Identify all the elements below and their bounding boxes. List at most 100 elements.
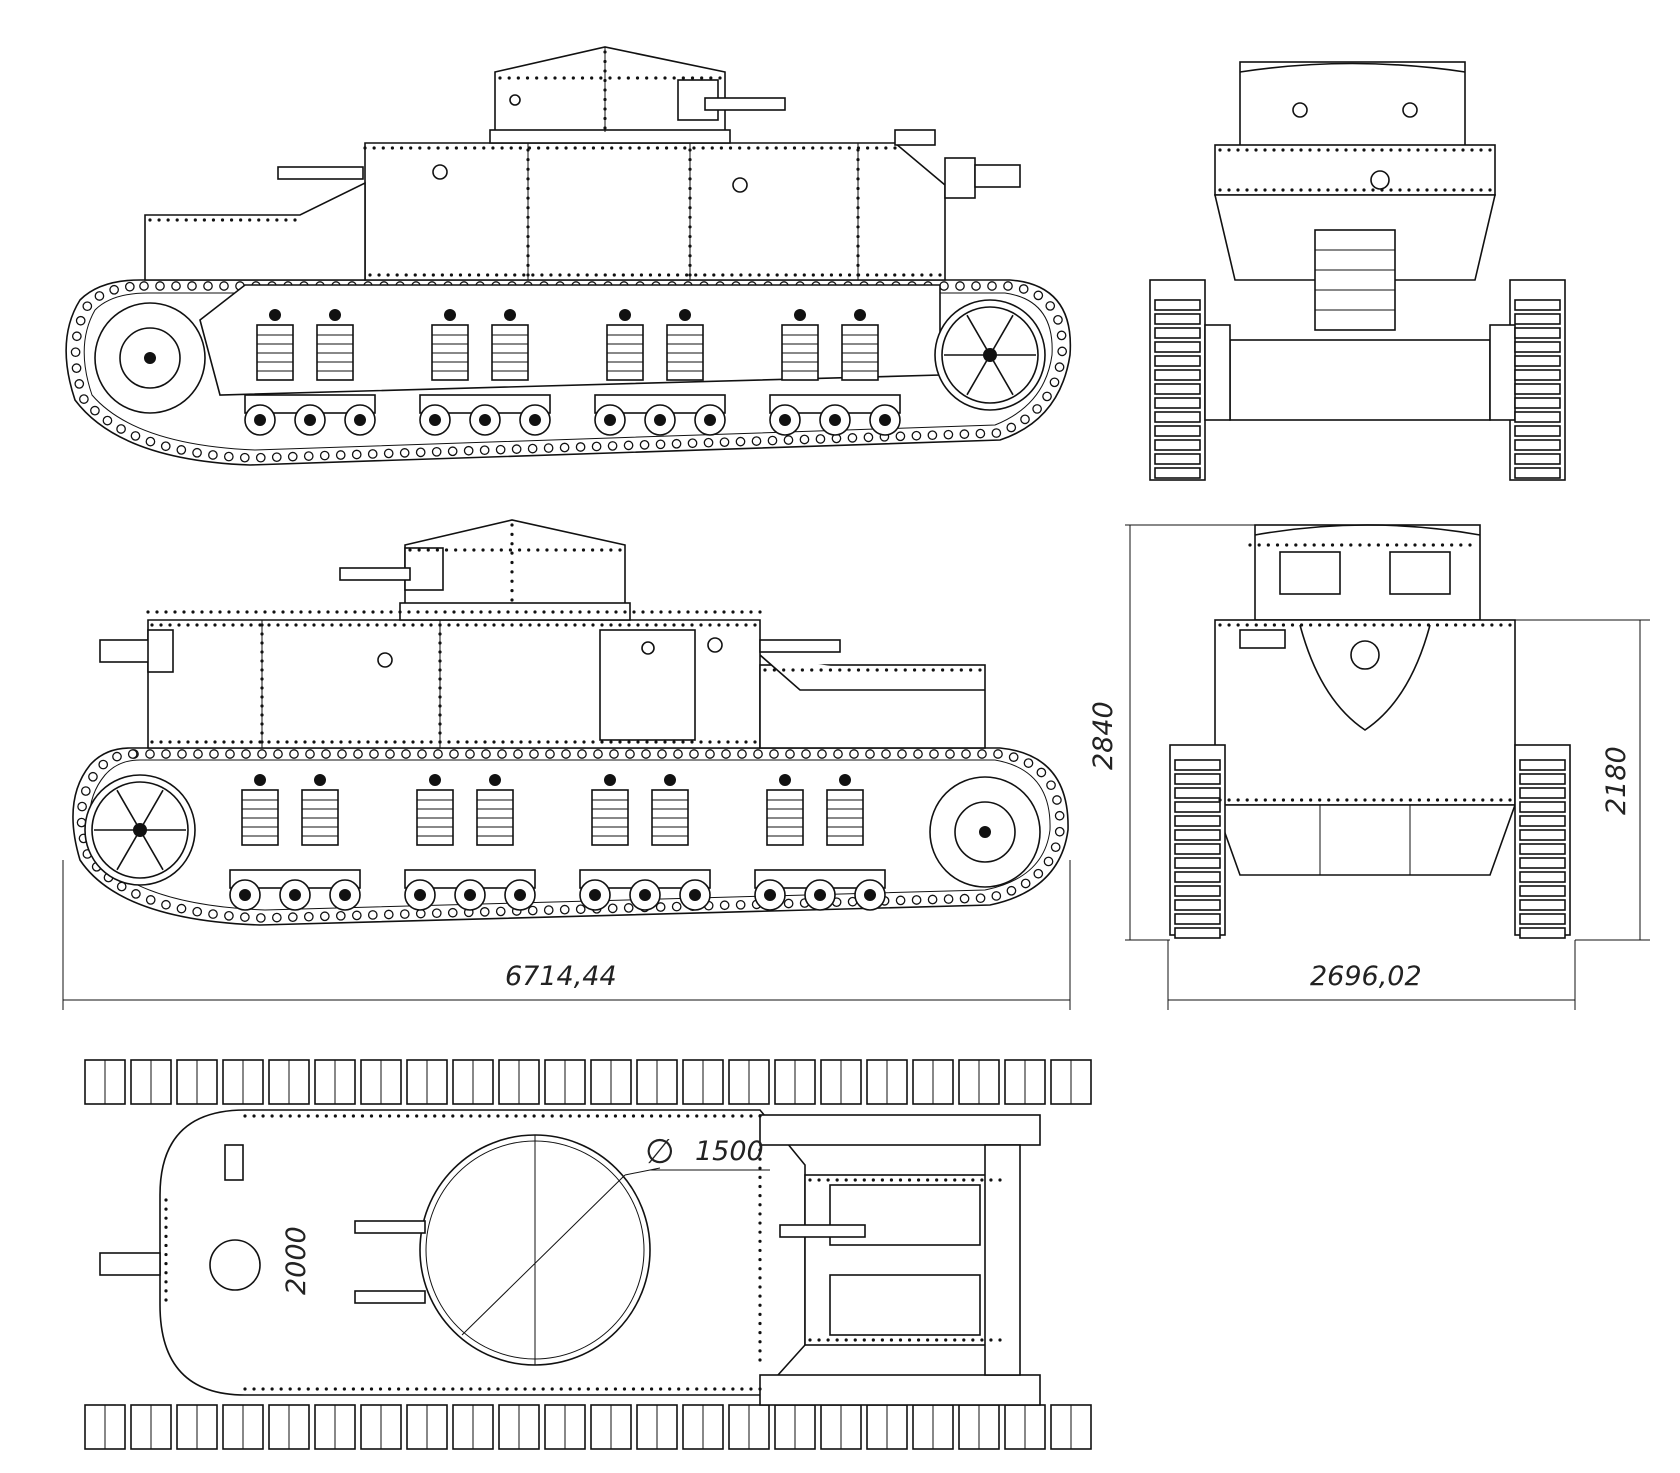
rivet <box>438 659 442 663</box>
track-link <box>192 447 202 458</box>
track-link <box>945 749 955 759</box>
sprocket-spoke <box>116 829 141 871</box>
rivet <box>1330 543 1335 547</box>
rivet <box>688 196 692 200</box>
rivet <box>1426 623 1431 627</box>
rivet <box>659 1114 663 1118</box>
rivet <box>748 273 752 277</box>
track-link <box>849 749 859 759</box>
track-link <box>241 749 251 759</box>
track-link <box>94 291 105 301</box>
track-link <box>80 786 91 796</box>
track-plate <box>1154 453 1201 465</box>
rivet <box>722 1114 726 1118</box>
rivet <box>739 273 743 277</box>
rivet <box>747 146 751 150</box>
rivet <box>640 1387 645 1391</box>
track-link <box>88 771 98 782</box>
rivet <box>387 1114 392 1118</box>
rivet <box>1353 188 1357 192</box>
rivet <box>173 610 177 614</box>
track-link <box>255 452 266 463</box>
rivet <box>564 623 568 627</box>
rivet <box>164 1298 168 1302</box>
rivet <box>523 1114 527 1118</box>
rivet <box>1312 543 1316 547</box>
rivet <box>420 740 424 744</box>
rivet <box>1404 543 1408 547</box>
rivet <box>148 218 152 222</box>
rivet <box>826 1178 830 1182</box>
rivet <box>482 146 486 150</box>
rivet <box>460 1387 464 1391</box>
track-link <box>705 749 715 759</box>
track-plate <box>1174 773 1221 785</box>
rivet <box>573 623 577 627</box>
rivet <box>357 623 361 627</box>
rivet <box>429 740 433 744</box>
track-link <box>1020 878 1031 889</box>
rivet <box>425 610 429 614</box>
rivet <box>267 623 271 627</box>
rivet <box>758 1387 762 1391</box>
rivet <box>666 273 671 277</box>
rivet <box>726 740 730 744</box>
track-link <box>783 898 794 909</box>
rivet <box>730 273 734 277</box>
rivet <box>375 740 379 744</box>
rivet <box>1416 148 1420 152</box>
rivet <box>838 146 842 150</box>
track-link <box>971 281 981 291</box>
rivet <box>944 1338 948 1342</box>
turret-diameter-symbol: ∅ <box>645 1132 675 1172</box>
rivet <box>688 273 692 277</box>
rivet <box>749 610 753 614</box>
rivet <box>672 76 676 80</box>
track-link <box>1046 780 1056 791</box>
rivet <box>844 1338 848 1342</box>
rivet <box>710 146 714 150</box>
rivet <box>492 623 496 627</box>
rivet <box>758 1148 762 1152</box>
rivet <box>321 623 325 627</box>
rivet <box>654 76 658 80</box>
rivet <box>442 1387 446 1391</box>
track-link <box>219 281 229 291</box>
rivet <box>926 1178 930 1182</box>
rivet <box>1499 623 1503 627</box>
rivet <box>663 623 667 627</box>
rivet <box>204 740 208 744</box>
track-plate <box>1154 327 1201 339</box>
rivet <box>740 610 744 614</box>
rivet <box>971 1178 975 1182</box>
rivet <box>372 146 376 150</box>
rivet <box>591 146 596 150</box>
rivet <box>722 1387 726 1391</box>
rivet <box>756 146 760 150</box>
rivet <box>708 740 712 744</box>
track-link <box>431 446 442 457</box>
rivet <box>636 623 640 627</box>
rivet <box>510 560 514 565</box>
rivet <box>1218 798 1222 802</box>
track-link <box>367 449 378 459</box>
rivet <box>880 1338 884 1342</box>
track-plate <box>1174 885 1221 897</box>
rivet <box>231 740 235 744</box>
rivet <box>524 610 528 614</box>
rivet <box>447 740 451 744</box>
rivet <box>782 668 786 672</box>
rivet <box>531 273 535 277</box>
rivet <box>254 610 258 614</box>
rivet <box>492 740 496 744</box>
rivet <box>971 1338 975 1342</box>
rivet <box>1245 623 1249 627</box>
track-link <box>943 894 954 904</box>
rivet <box>894 668 898 672</box>
rivet <box>613 1387 618 1391</box>
track-link <box>321 749 331 759</box>
track-link <box>98 759 109 770</box>
track-link <box>1020 414 1030 425</box>
rivet <box>514 1114 518 1118</box>
rivet <box>1490 798 1494 802</box>
